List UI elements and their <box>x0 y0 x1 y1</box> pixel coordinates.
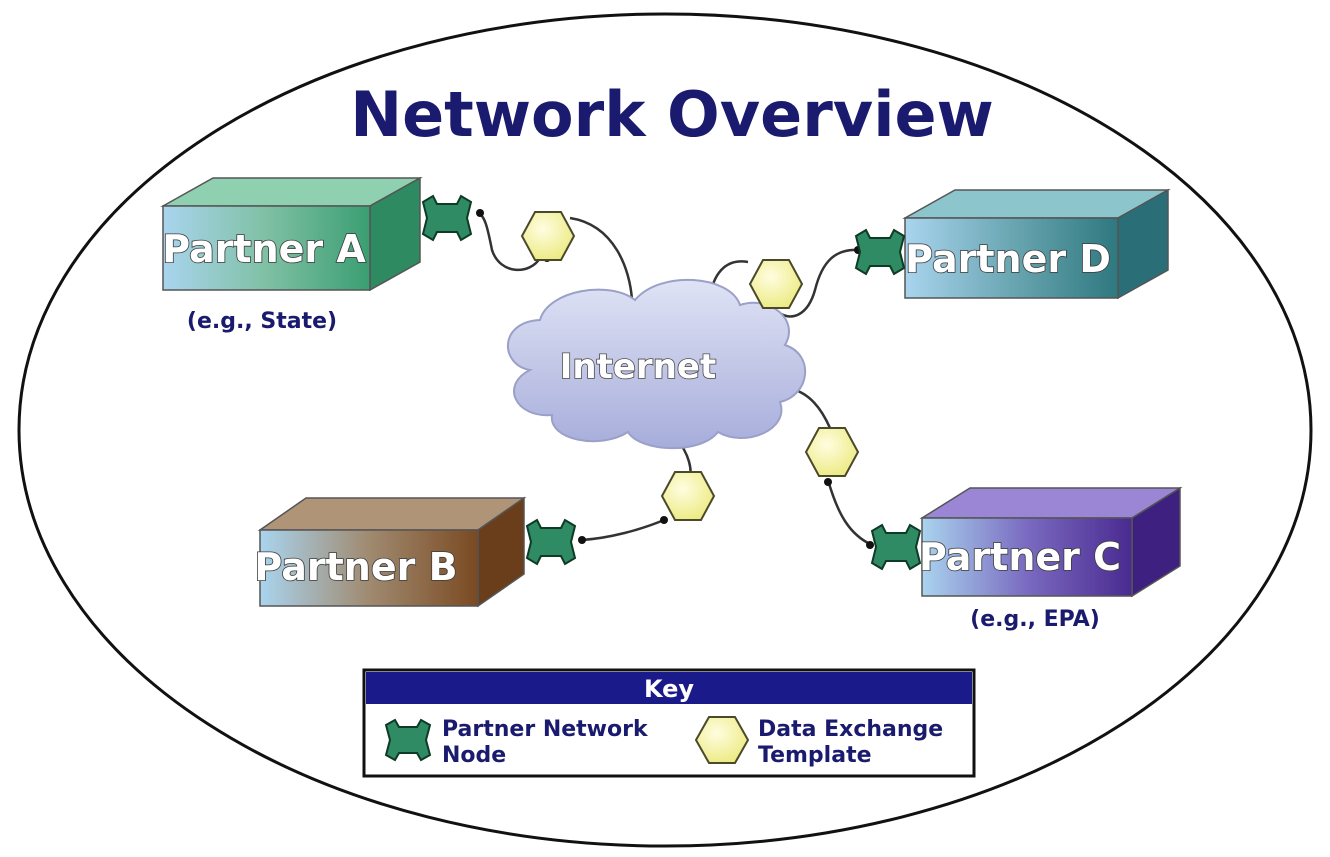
data-exchange-template-icon <box>748 259 804 309</box>
partner-network-node-icon <box>854 228 906 276</box>
partner-b-label: Partner B <box>254 545 457 589</box>
partner-d-label: Partner D <box>905 237 1111 281</box>
key-heading: Key <box>644 675 694 703</box>
partner-network-node-icon <box>870 523 922 571</box>
data-exchange-template-icon <box>520 211 576 261</box>
data-exchange-template-icon <box>660 471 716 521</box>
key-legend: Key Partner Network Node Data Exchange T… <box>362 668 976 778</box>
partner-network-node-icon <box>525 518 577 566</box>
partner-a-box: Partner A <box>160 176 423 292</box>
key-node-icon <box>384 718 432 762</box>
partner-c-box: Partner C <box>918 486 1183 598</box>
diagram-title: Network Overview <box>350 78 994 151</box>
partner-c-note: (e.g., EPA) <box>970 607 1100 632</box>
internet-cloud: Internet <box>506 279 807 450</box>
key-template-label-line2: Template <box>758 743 872 768</box>
partner-d-box: Partner D <box>902 188 1171 300</box>
internet-label: Internet <box>560 347 716 387</box>
key-template-icon <box>694 716 750 764</box>
link-internet-a <box>477 211 634 301</box>
data-exchange-template-icon <box>804 427 860 477</box>
key-template-label-line1: Data Exchange <box>758 717 943 742</box>
partner-a-label: Partner A <box>162 227 366 271</box>
partner-c-label: Partner C <box>919 535 1121 579</box>
key-node-label-line1: Partner Network <box>442 717 649 742</box>
partner-network-node-icon <box>421 194 473 242</box>
partner-a-note: (e.g., State) <box>187 309 337 334</box>
key-node-label-line2: Node <box>442 743 506 768</box>
partner-b-box: Partner B <box>254 496 527 608</box>
